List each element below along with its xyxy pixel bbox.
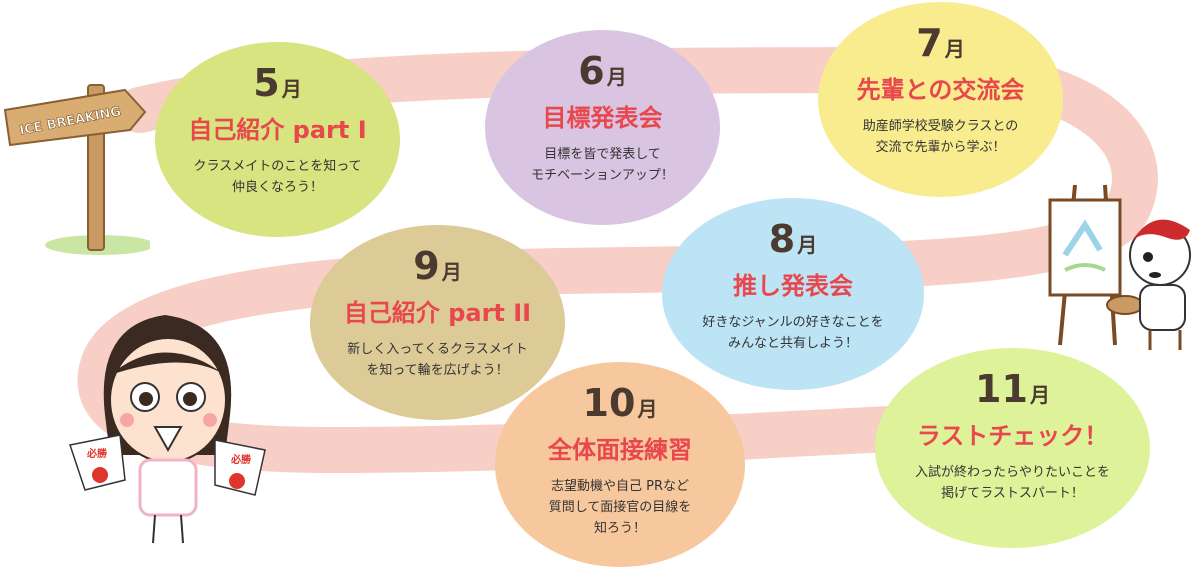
canvas-easel (1048, 198, 1122, 297)
event-description: 目標を皆で発表して モチベーションアップ！ (531, 147, 674, 183)
event-description: 志望動機や自己 PRなど 質問して面接官の目線を 知ろう！ (548, 479, 692, 536)
palette-icon (1106, 295, 1144, 315)
beret-icon (1133, 219, 1190, 240)
painter-character (1048, 184, 1191, 350)
event-title: 目標発表会 (542, 104, 663, 132)
uniform (138, 458, 198, 517)
student-character: 必勝 必勝 (69, 315, 266, 544)
fan-right (214, 439, 266, 496)
event-title: 推し発表会 (733, 272, 853, 300)
fan-left (69, 434, 126, 491)
event-description: 好きなジャンルの好きなことを みんなと共有しよう！ (702, 315, 884, 351)
event-title: 先輩との交流会 (856, 76, 1025, 104)
event-description: 新しく入ってくるクラスメイト を知って輪を広げよう！ (347, 342, 528, 378)
event-description: クラスメイトのことを知って 仲良くなろう！ (193, 159, 362, 195)
event-title: 全体面接練習 (548, 436, 692, 464)
event-title: 自己紹介 part I (188, 116, 367, 144)
sign-board (3, 88, 147, 147)
fan-left-text: 必勝 (86, 447, 108, 460)
event-description: 入試が終わったらやりたいことを 掲げてラストスパート！ (914, 465, 1110, 501)
event-description: 助産師学校受験クラスとの 交流で先輩から学ぶ！ (862, 119, 1019, 155)
fan-right-text: 必勝 (230, 453, 252, 466)
event-title: 自己紹介 part II (343, 299, 532, 327)
event-title: ラストチェック！ (916, 422, 1109, 450)
ice-breaking-signpost: ICE BREAKING (3, 84, 150, 255)
